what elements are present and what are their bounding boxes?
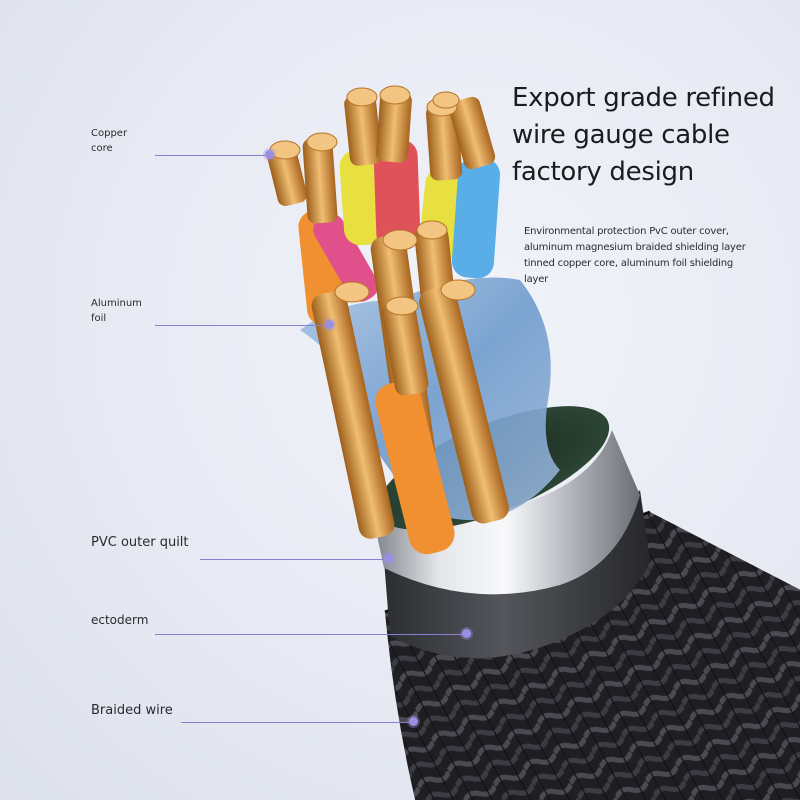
callout-pvc-outer-quilt-label: PVC outer quilt <box>91 535 189 550</box>
callout-pvc-outer-quilt-dot <box>384 554 393 563</box>
callout-aluminum-foil-line-1: Aluminum <box>91 298 142 309</box>
description-line-3: tinned copper core, aluminum foil shield… <box>524 258 734 269</box>
callout-aluminum-foil-label: Aluminum foil <box>91 296 142 326</box>
callout-ectoderm-line <box>155 634 463 635</box>
callout-ectoderm-dot <box>462 629 471 638</box>
description-line-2: aluminum magnesium braided shielding lay… <box>524 242 746 253</box>
headline: Export grade refined wire gauge cable fa… <box>512 80 792 191</box>
callout-braided-wire-label: Braided wire <box>91 703 173 718</box>
callout-aluminum-foil-line-2: foil <box>91 313 107 324</box>
headline-line-3: factory design <box>512 157 694 187</box>
headline-line-2: wire gauge cable <box>512 120 730 150</box>
callout-ectoderm-label: ectoderm <box>91 613 149 627</box>
callout-copper-core-line-1: Copper <box>91 128 128 139</box>
description-line-1: Environmental protection PvC outer cover… <box>524 226 729 237</box>
callout-braided-wire-dot <box>409 717 418 726</box>
callout-aluminum-foil-line <box>155 325 327 326</box>
callout-aluminum-foil-dot <box>325 320 334 329</box>
callout-pvc-outer-quilt-line <box>200 559 386 560</box>
callout-copper-core-dot <box>265 150 274 159</box>
description-line-4: layer <box>524 274 549 285</box>
description: Environmental protection PvC outer cover… <box>524 224 794 288</box>
headline-line-1: Export grade refined <box>512 83 775 113</box>
callout-copper-core-line <box>155 155 267 156</box>
callout-braided-wire-line <box>181 722 411 723</box>
callout-copper-core-line-2: core <box>91 143 113 154</box>
callout-copper-core-label: Copper core <box>91 126 127 156</box>
